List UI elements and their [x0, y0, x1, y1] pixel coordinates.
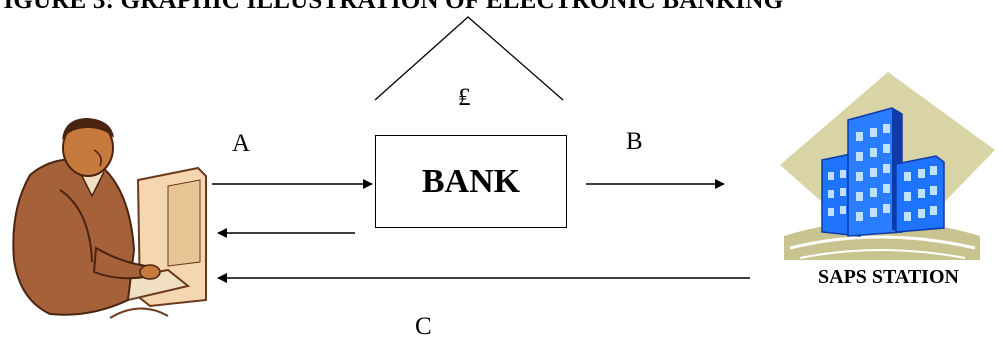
- roof-line: [374, 16, 564, 101]
- office-building-icon: [780, 72, 995, 260]
- label-a: A: [232, 130, 251, 157]
- currency-symbol: ₤: [458, 84, 471, 111]
- figure-title: FIGURE 3: GRAPHIC ILLUSTRATION OF ELECTR…: [0, 0, 784, 14]
- bank-label: BANK: [421, 162, 521, 200]
- person-at-computer-icon: [12, 118, 207, 319]
- station-label: SAPS STATION: [818, 266, 959, 288]
- label-c: C: [415, 313, 432, 340]
- label-b: B: [626, 128, 643, 155]
- bank-box: BANK: [375, 135, 567, 228]
